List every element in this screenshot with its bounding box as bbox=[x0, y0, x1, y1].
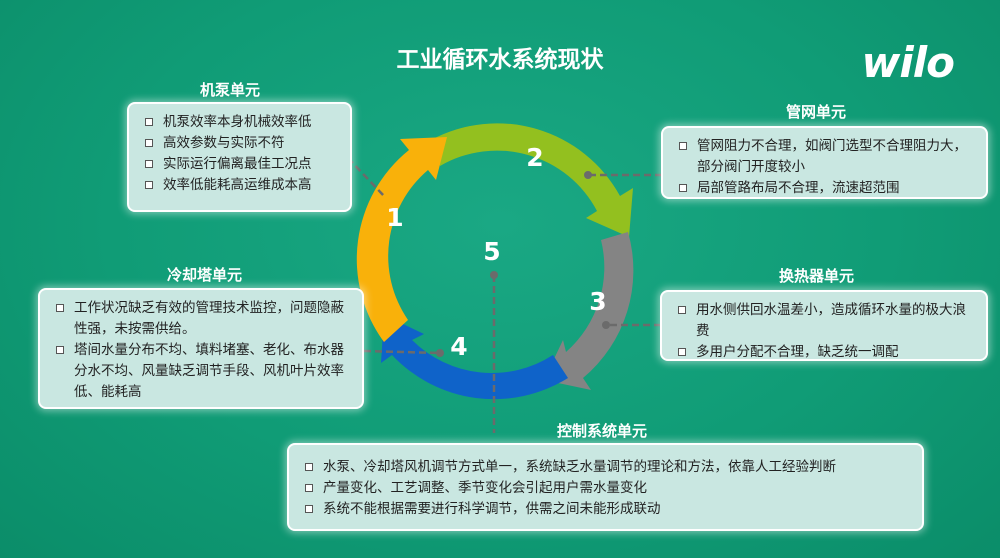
pump-unit-title: 机泵单元 bbox=[200, 81, 261, 99]
control-system-unit-item: 水泵、冷却塔风机调节方式单一，系统缺乏水量调节的理论和方法，依靠人工经验判断 bbox=[301, 457, 910, 478]
leader-dot-control bbox=[490, 271, 498, 279]
leader-dot-tower bbox=[436, 349, 444, 357]
pump-unit-item: 高效参数与实际不符 bbox=[141, 133, 338, 154]
cooling-tower-unit-item: 塔间水量分布不均、填料堵塞、老化、布水器分水不均、风量缺乏调节手段、风机叶片效率… bbox=[52, 340, 350, 403]
control-system-unit-box: 水泵、冷却塔风机调节方式单一，系统缺乏水量调节的理论和方法，依靠人工经验判断 产… bbox=[287, 443, 924, 531]
cooling-tower-unit-box: 工作状况缺乏有效的管理技术监控，问题隐蔽性强，未按需供给。 塔间水量分布不均、填… bbox=[38, 288, 364, 409]
heat-exchanger-unit-box: 用水侧供回水温差小，造成循环水量的极大浪费 多用户分配不合理，缺乏统一调配 bbox=[660, 290, 988, 361]
pipe-unit-item: 管网阻力不合理，如阀门选型不合理阻力大，部分阀门开度较小 bbox=[675, 136, 974, 178]
center-number: 5 bbox=[483, 237, 500, 266]
page-title: 工业循环水系统现状 bbox=[396, 47, 604, 73]
segment-1-number: 1 bbox=[386, 203, 403, 232]
pump-unit-item: 效率低能耗高运维成本高 bbox=[141, 175, 338, 196]
cooling-tower-unit-item: 工作状况缺乏有效的管理技术监控，问题隐蔽性强，未按需供给。 bbox=[52, 298, 350, 340]
pipe-unit-title: 管网单元 bbox=[786, 103, 847, 121]
leader-line-pump bbox=[347, 157, 385, 197]
wilo-logo: wilo bbox=[861, 38, 955, 87]
pipe-unit-box: 管网阻力不合理，如阀门选型不合理阻力大，部分阀门开度较小 局部管路布局不合理，流… bbox=[661, 126, 988, 199]
pump-unit-item: 实际运行偏离最佳工况点 bbox=[141, 154, 338, 175]
cooling-tower-unit-title: 冷却塔单元 bbox=[167, 266, 243, 284]
cycle-segment-3 bbox=[544, 232, 634, 390]
leader-dot-heat bbox=[602, 321, 610, 329]
control-system-unit-title: 控制系统单元 bbox=[557, 422, 648, 440]
heat-exchanger-unit-title: 换热器单元 bbox=[779, 267, 855, 285]
pump-unit-item: 机泵效率本身机械效率低 bbox=[141, 112, 338, 133]
segment-3-number: 3 bbox=[589, 287, 606, 316]
cycle-segment-2 bbox=[431, 123, 633, 237]
pipe-unit-item: 局部管路布局不合理，流速超范围 bbox=[675, 178, 974, 199]
pump-unit-box: 机泵效率本身机械效率低 高效参数与实际不符 实际运行偏离最佳工况点 效率低能耗高… bbox=[127, 102, 352, 212]
segment-2-number: 2 bbox=[526, 143, 543, 172]
control-system-unit-item: 产量变化、工艺调整、季节变化会引起用户需水量变化 bbox=[301, 478, 910, 499]
heat-exchanger-unit-item: 用水侧供回水温差小，造成循环水量的极大浪费 bbox=[674, 300, 974, 342]
cycle-segment-4 bbox=[381, 315, 568, 400]
segment-4-number: 4 bbox=[450, 332, 467, 361]
leader-line-tower bbox=[363, 349, 441, 355]
control-system-unit-item: 系统不能根据需要进行科学调节，供需之间未能形成联动 bbox=[301, 499, 910, 520]
leader-dot-pipe bbox=[584, 171, 592, 179]
heat-exchanger-unit-item: 多用户分配不合理，缺乏统一调配 bbox=[674, 342, 974, 363]
cycle-segment-1 bbox=[356, 137, 447, 342]
